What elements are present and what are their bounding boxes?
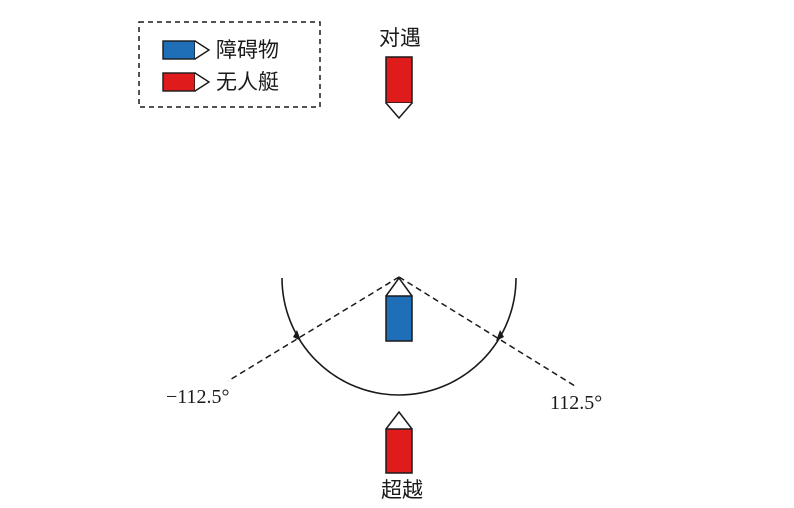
legend-usv-swatch: [162, 72, 211, 92]
legend-usv-label: 无人艇: [216, 70, 279, 94]
left-angle-label: −112.5°: [166, 386, 230, 408]
encounter-arc: [281, 277, 517, 396]
right-angle-label: 112.5°: [550, 392, 602, 414]
legend-border: [138, 21, 321, 108]
head-on-label: 对遇: [379, 26, 421, 50]
usv-head-on: [385, 56, 413, 120]
left-boundary-line: [227, 276, 400, 382]
legend: 障碍物 无人艇: [138, 21, 321, 108]
right-arc-arrow: [496, 330, 504, 341]
legend-obstacle-swatch: [162, 40, 211, 60]
overtaking-label: 超越: [381, 478, 423, 502]
left-arc-arrow: [293, 330, 301, 341]
right-boundary-line: [398, 276, 576, 387]
usv-overtaking: [385, 410, 413, 474]
legend-obstacle-label: 障碍物: [216, 38, 279, 62]
obstacle-vessel: [385, 276, 413, 342]
